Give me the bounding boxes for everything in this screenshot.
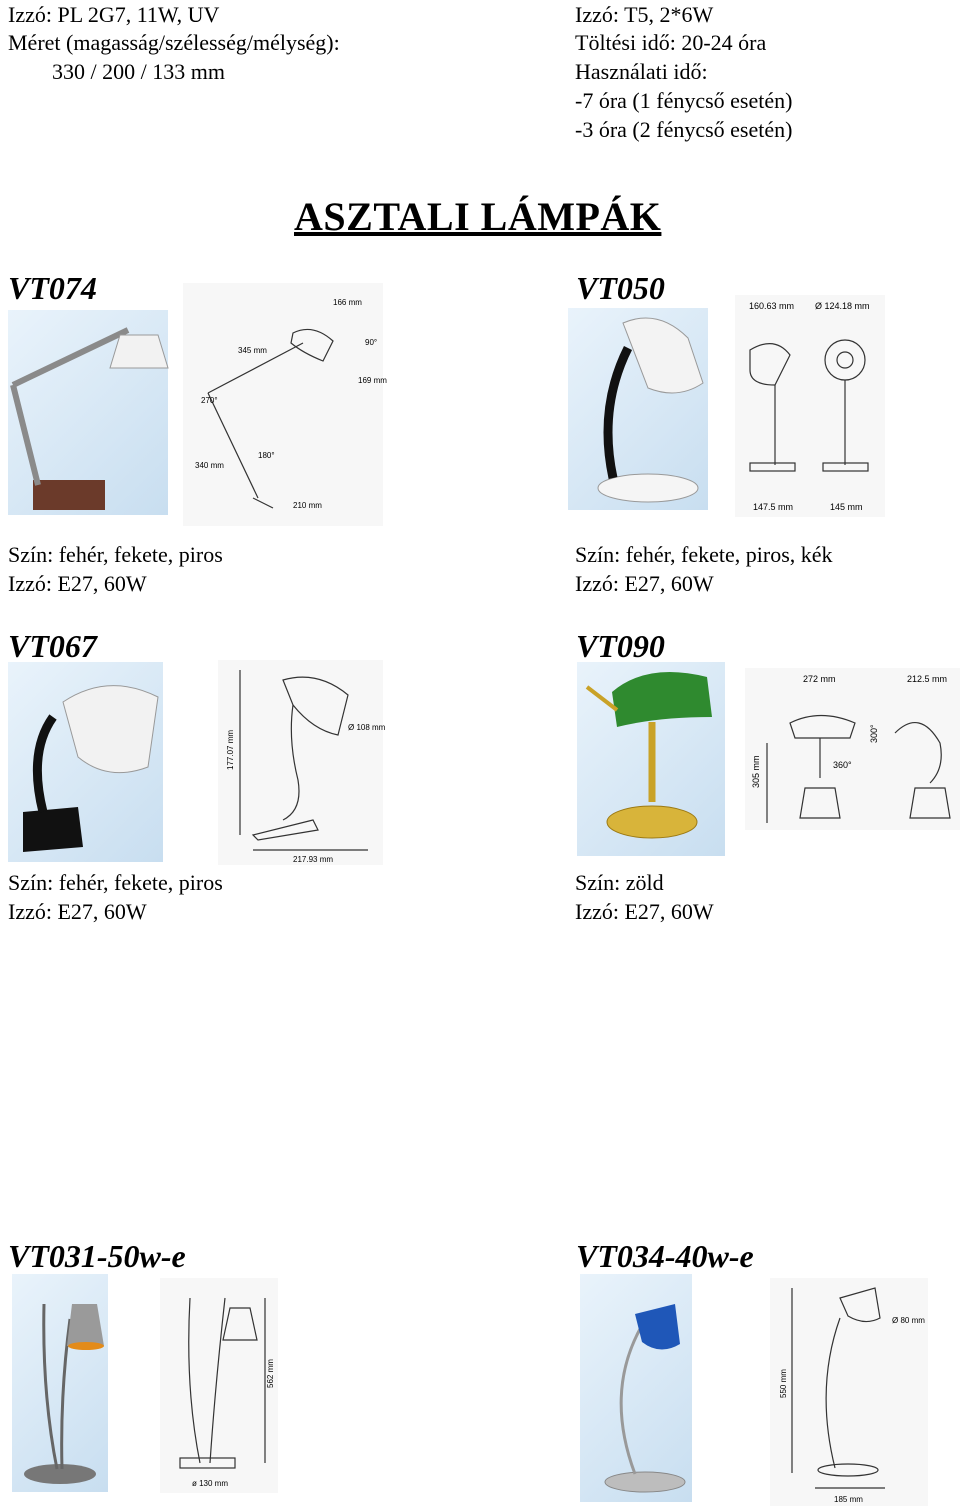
spec-size-value: 330 / 200 / 133 mm — [52, 59, 225, 84]
lamp-photo-vt034 — [580, 1274, 692, 1502]
dim-label: 145 mm — [830, 502, 863, 512]
dim-label: 360° — [833, 760, 852, 770]
dim-label: 212.5 mm — [907, 674, 947, 684]
dim-label: 180° — [258, 451, 275, 460]
dim-label: 272 mm — [803, 674, 836, 684]
product-code-vt074: VT074 — [8, 270, 97, 306]
dim-label: 550 mm — [779, 1369, 788, 1398]
lamp-photo-vt067 — [8, 662, 163, 862]
lamp-photo-vt090 — [577, 662, 725, 856]
lamp-drawing-vt074: 166 mm 345 mm 169 mm 340 mm 210 mm 270° … — [183, 283, 387, 526]
dim-label: 177.07 mm — [226, 730, 235, 770]
spec-size-label: Méret (magasság/szélesség/mélység): — [8, 30, 340, 55]
section-title: ASZTALI LÁMPÁK — [294, 194, 662, 239]
dim-label: 90° — [365, 338, 377, 347]
dim-label: 300° — [869, 724, 879, 743]
product-code-vt067: VT067 — [8, 628, 97, 664]
product-code-vt031: VT031-50w-e — [8, 1238, 186, 1274]
bulb-vt074: Izzó: E27, 60W — [8, 571, 147, 596]
spec-usage-2: -3 óra (2 fénycső esetén) — [575, 117, 793, 142]
dim-label: Ø 108 mm — [348, 723, 386, 732]
dim-label: 340 mm — [195, 461, 224, 470]
product-code-vt034: VT034-40w-e — [576, 1238, 754, 1274]
lamp-drawing-vt034: 550 mm Ø 80 mm 185 mm — [770, 1278, 928, 1506]
lamp-drawing-vt090: 272 mm 212.5 mm 305 mm 360° 300° — [745, 668, 960, 830]
spec-bulb-top-left: Izzó: PL 2G7, 11W, UV — [8, 2, 220, 27]
spec-usage-1: -7 óra (1 fénycső esetén) — [575, 88, 793, 113]
dim-label: ø 130 mm — [192, 1479, 228, 1488]
color-vt074: Szín: fehér, fekete, piros — [8, 542, 223, 567]
dim-label: 562 mm — [266, 1359, 275, 1388]
color-vt067: Szín: fehér, fekete, piros — [8, 870, 223, 895]
dim-label: Ø 124.18 mm — [815, 301, 870, 311]
spec-charge-time: Töltési idő: 20-24 óra — [575, 30, 767, 55]
product-code-vt090: VT090 — [576, 628, 665, 664]
product-code-vt050: VT050 — [576, 270, 665, 306]
color-vt090: Szín: zöld — [575, 870, 664, 895]
lamp-photo-vt050 — [568, 308, 708, 510]
dim-label: 166 mm — [333, 298, 362, 307]
bulb-vt067: Izzó: E27, 60W — [8, 899, 147, 924]
dim-label: 270° — [201, 396, 218, 405]
bulb-vt050: Izzó: E27, 60W — [575, 571, 714, 596]
dim-label: 217.93 mm — [293, 855, 333, 864]
dim-label: 345 mm — [238, 346, 267, 355]
spec-usage-label: Használati idő: — [575, 59, 708, 84]
lamp-photo-vt074 — [8, 310, 169, 515]
spec-bulb-top-right: Izzó: T5, 2*6W — [575, 2, 714, 27]
dim-label: 169 mm — [358, 376, 387, 385]
dim-label: 305 mm — [751, 755, 761, 788]
dim-label: Ø 80 mm — [892, 1316, 925, 1325]
lamp-photo-vt031 — [12, 1274, 108, 1492]
dim-label: 147.5 mm — [753, 502, 793, 512]
lamp-drawing-vt031: 562 mm ø 130 mm — [160, 1278, 278, 1493]
color-vt050: Szín: fehér, fekete, piros, kék — [575, 542, 833, 567]
lamp-drawing-vt067: 177.07 mm Ø 108 mm 217.93 mm — [218, 660, 386, 865]
dim-label: 185 mm — [834, 1495, 863, 1504]
dim-label: 160.63 mm — [749, 301, 794, 311]
dim-label: 210 mm — [293, 501, 322, 510]
bulb-vt090: Izzó: E27, 60W — [575, 899, 714, 924]
lamp-drawing-vt050: 160.63 mm Ø 124.18 mm 147.5 mm 145 mm — [735, 295, 885, 517]
